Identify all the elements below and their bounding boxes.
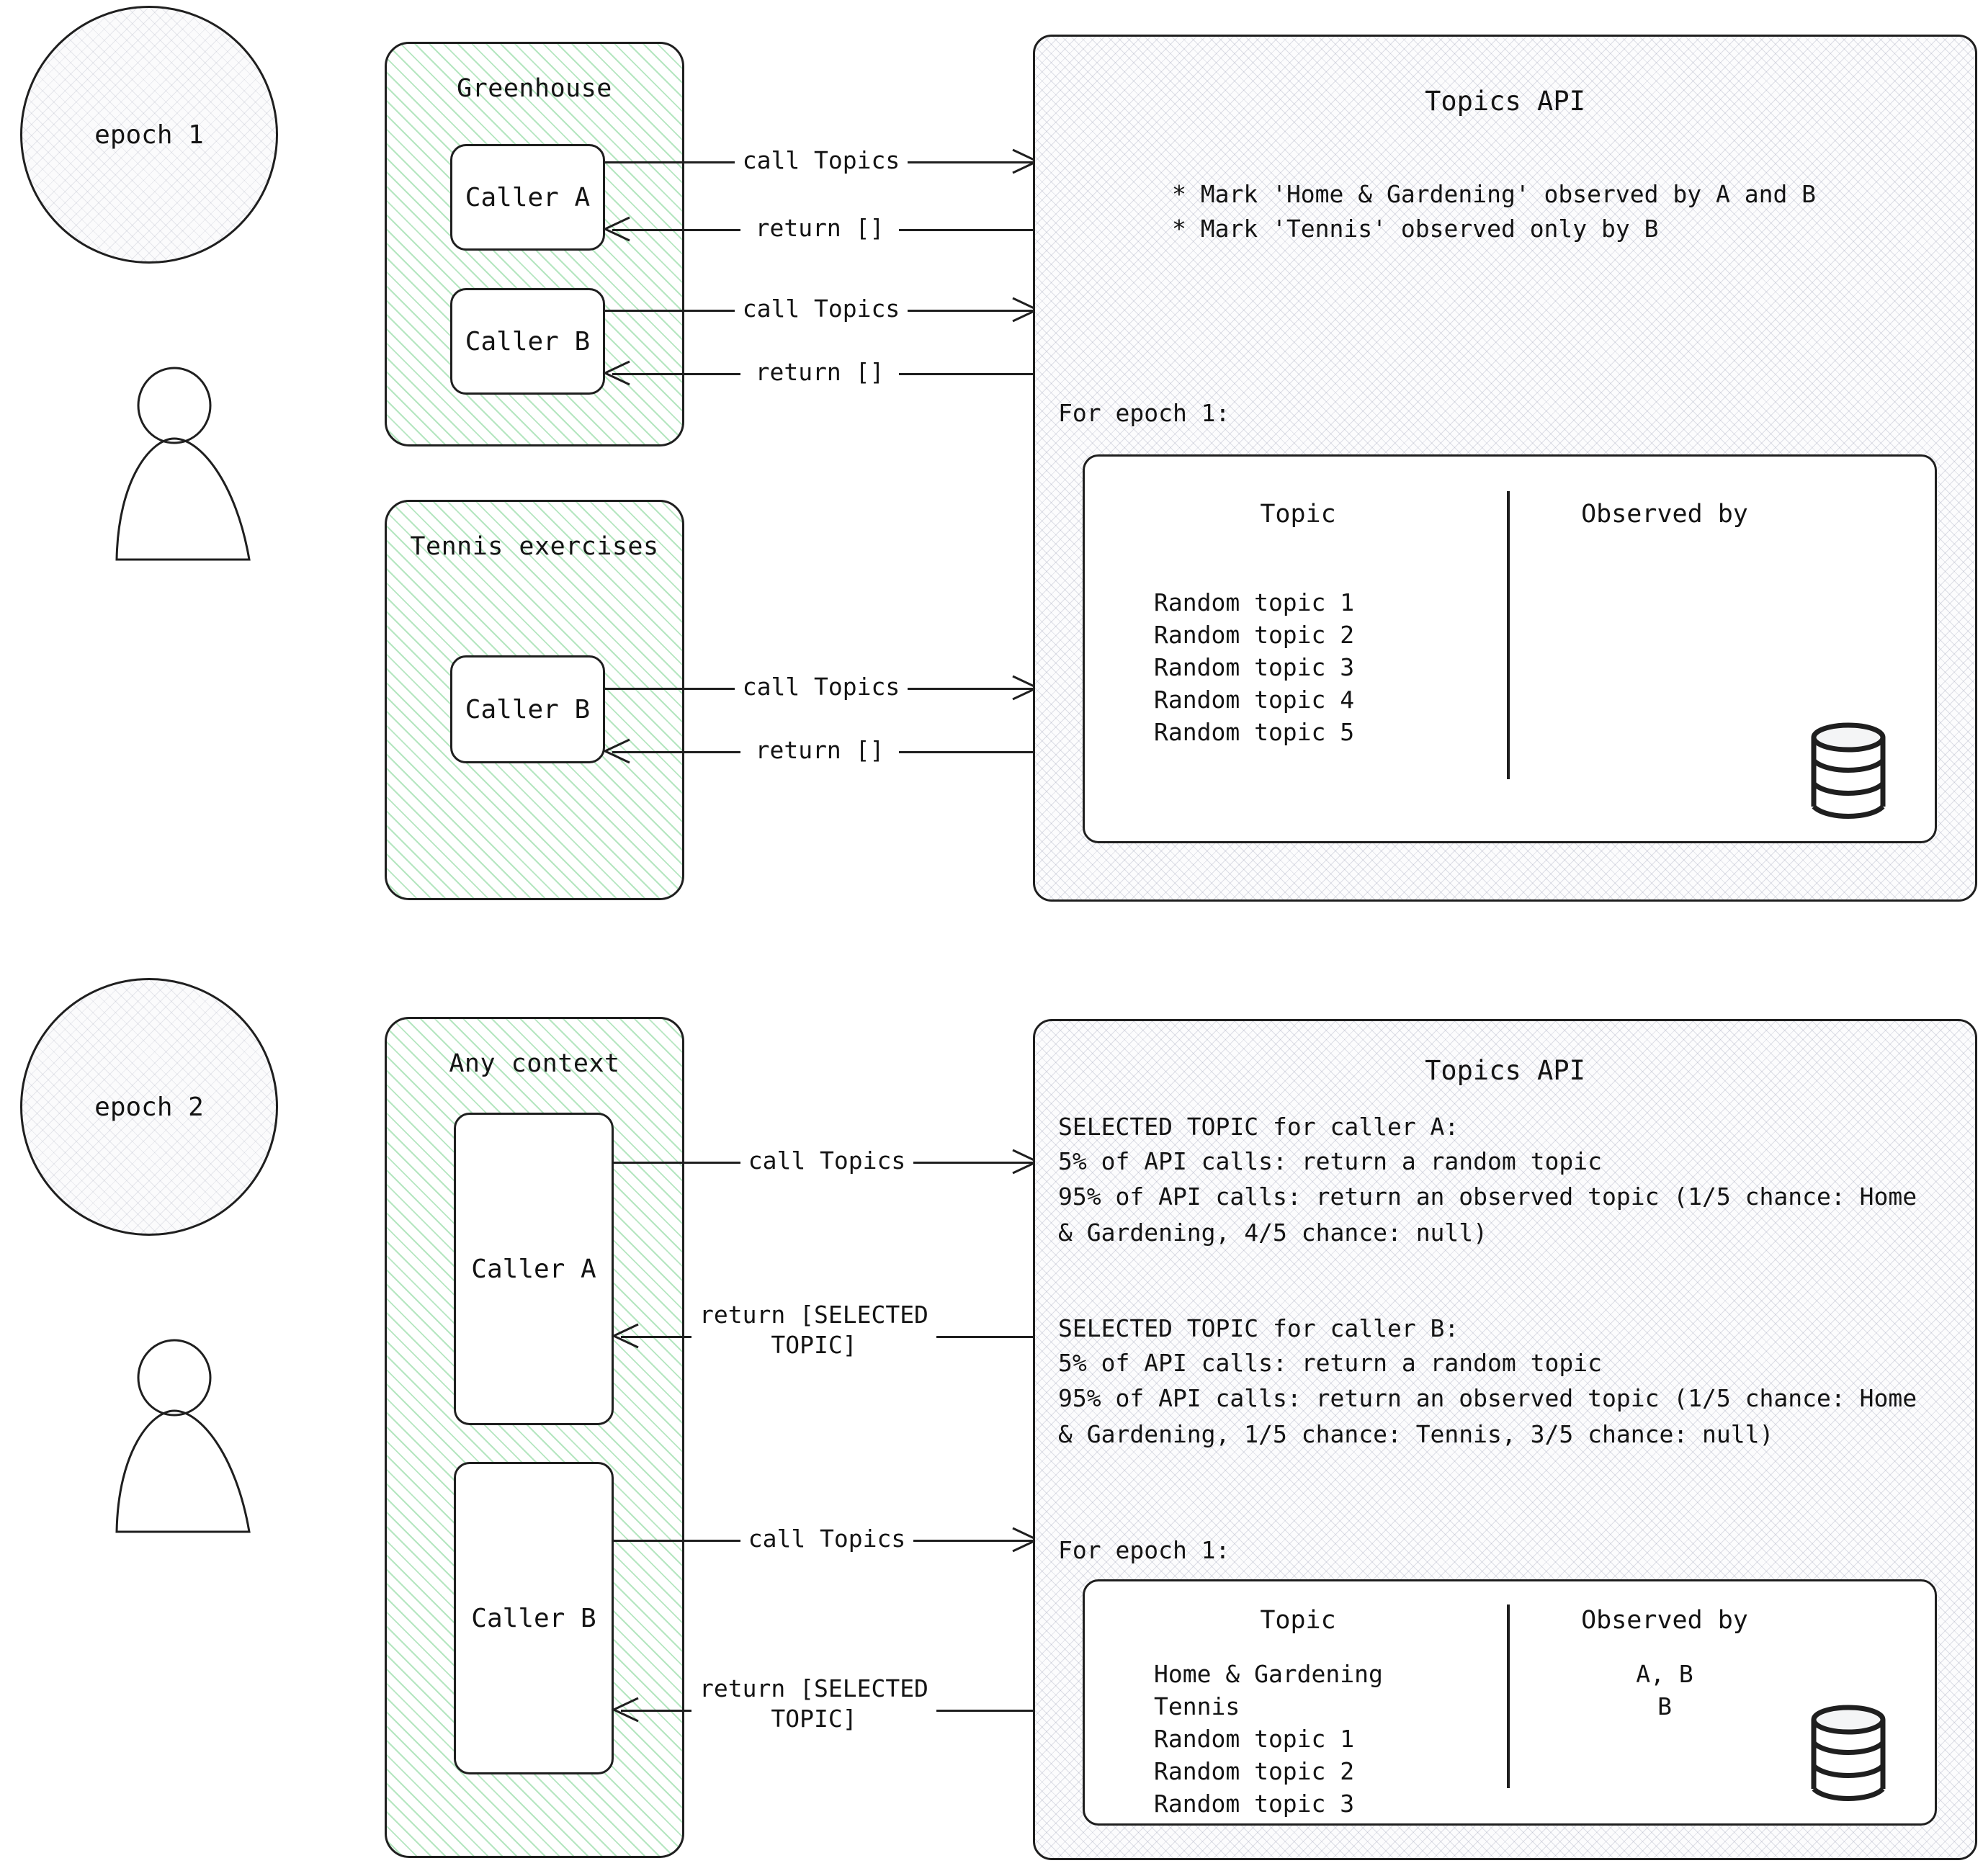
caller-box-greenhouse-a[interactable]: Caller A — [450, 144, 605, 251]
epoch-table-card-1: Topic Observed by Random topic 1 Random … — [1083, 454, 1937, 843]
context-title-tennis-exercises: Tennis exercises — [410, 532, 659, 561]
table-column-divider — [1507, 1605, 1510, 1788]
table-row: Random topic 2 — [1154, 1757, 1355, 1785]
arrow-label-call-topics: call Topics — [735, 145, 908, 176]
table-row: Random topic 2 — [1154, 621, 1355, 649]
epoch-2-label: epoch 2 — [94, 1092, 204, 1122]
table-col-header-topic: Topic — [1260, 500, 1336, 529]
caller-label: Caller B — [465, 694, 591, 724]
table-row: Random topic 5 — [1154, 718, 1355, 746]
table-row: Random topic 1 — [1154, 588, 1355, 616]
selected-topic-heading-a: SELECTED TOPIC for caller A: — [1058, 1113, 1459, 1141]
user-actor-icon — [115, 1339, 251, 1533]
for-epoch-caption: For epoch 1: — [1058, 1536, 1230, 1564]
caller-box-tennis-b[interactable]: Caller B — [450, 655, 605, 763]
caller-label: Caller A — [465, 182, 591, 212]
table-cell-observed-by: B — [1657, 1692, 1672, 1720]
table-row: Random topic 3 — [1154, 1790, 1355, 1818]
arrow-label-call-topics: call Topics — [740, 1146, 913, 1176]
api-bullet: * Mark 'Tennis' observed only by B — [1172, 215, 1659, 243]
arrow-label-return: return [] — [740, 213, 899, 243]
arrow-label-call-topics: call Topics — [740, 1524, 913, 1554]
arrow-label-return-selected-topic: return [SELECTED TOPIC] — [691, 1674, 936, 1734]
epoch-2-circle: epoch 2 — [20, 978, 278, 1236]
arrow-label-return: return [] — [740, 735, 899, 766]
table-row: Home & Gardening — [1154, 1660, 1383, 1688]
caller-label: Caller B — [465, 326, 591, 356]
topics-api-panel-epoch1: Topics API * Mark 'Home & Gardening' obs… — [1033, 35, 1977, 902]
table-row: Random topic 1 — [1154, 1725, 1355, 1753]
api-bullet: * Mark 'Home & Gardening' observed by A … — [1172, 180, 1817, 208]
for-epoch-caption: For epoch 1: — [1058, 399, 1230, 427]
table-col-header-topic: Topic — [1260, 1606, 1336, 1635]
context-title-any-context: Any context — [449, 1049, 620, 1078]
table-cell-observed-by: A, B — [1636, 1660, 1693, 1688]
arrowhead-left — [602, 360, 630, 386]
caller-box-any-b[interactable]: Caller B — [454, 1462, 614, 1774]
epoch-1-label: epoch 1 — [94, 120, 204, 150]
table-col-header-observed-by: Observed by — [1581, 1606, 1748, 1635]
arrow-label-call-topics: call Topics — [735, 672, 908, 702]
topics-api-title: Topics API — [1425, 1055, 1585, 1086]
selected-topic-line-a1: 5% of API calls: return a random topic — [1058, 1147, 1602, 1175]
table-column-divider — [1507, 491, 1510, 779]
selected-topic-line-b1: 5% of API calls: return a random topic — [1058, 1349, 1602, 1377]
caller-box-greenhouse-b[interactable]: Caller B — [450, 288, 605, 395]
caller-label: Caller A — [471, 1254, 596, 1284]
caller-box-any-a[interactable]: Caller A — [454, 1113, 614, 1425]
context-title-greenhouse: Greenhouse — [457, 74, 612, 103]
arrowhead-left — [602, 738, 630, 764]
selected-topic-line-b2: 95% of API calls: return an observed top… — [1058, 1384, 1917, 1448]
arrow-label-call-topics: call Topics — [735, 294, 908, 324]
selected-topic-line-a2: 95% of API calls: return an observed top… — [1058, 1182, 1917, 1247]
arrowhead-left — [611, 1697, 639, 1723]
selected-topic-heading-b: SELECTED TOPIC for caller B: — [1058, 1314, 1459, 1342]
database-cylinder-icon — [1811, 722, 1886, 819]
database-cylinder-icon — [1811, 1705, 1886, 1801]
arrow-label-return-selected-topic: return [SELECTED TOPIC] — [691, 1300, 936, 1360]
table-row: Random topic 4 — [1154, 686, 1355, 714]
topics-api-panel-epoch2: Topics API SELECTED TOPIC for caller A: … — [1033, 1019, 1977, 1860]
table-col-header-observed-by: Observed by — [1581, 500, 1748, 529]
topics-api-title: Topics API — [1425, 86, 1585, 117]
epoch-table-card-2: Topic Observed by Home & Gardening Tenni… — [1083, 1579, 1937, 1826]
arrow-label-return: return [] — [740, 357, 899, 387]
caller-label: Caller B — [471, 1603, 596, 1633]
epoch-1-circle: epoch 1 — [20, 6, 278, 264]
table-row: Random topic 3 — [1154, 653, 1355, 681]
arrowhead-left — [602, 216, 630, 242]
arrowhead-left — [611, 1323, 639, 1349]
table-row: Tennis — [1154, 1692, 1240, 1720]
user-actor-icon — [115, 367, 251, 561]
